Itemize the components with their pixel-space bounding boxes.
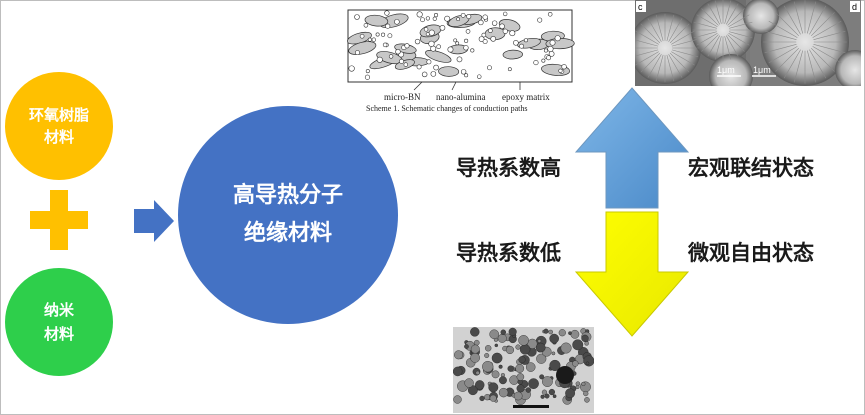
epoxy-material-circle: 环氧树脂 材料	[5, 72, 113, 180]
high-conductivity-label: 导热系数高	[456, 156, 561, 180]
sem-panel-c-label: c	[638, 2, 643, 12]
plus-icon-horizontal	[30, 211, 88, 229]
down-arrow-icon	[574, 211, 690, 337]
sem-panel-d-label: d	[852, 2, 857, 12]
epoxy-label-line2: 材料	[43, 128, 74, 146]
schematic-caption: Scheme 1. Schematic changes of conductio…	[366, 104, 528, 113]
conduction-arrows	[574, 87, 690, 337]
micro-bn-label: micro-BN	[384, 92, 421, 102]
up-arrow-icon	[574, 87, 690, 209]
macro-state-label: 宏观联结状态	[688, 156, 814, 180]
main-label-line1: 高导热分子	[232, 183, 343, 208]
nano-label-line1: 纳米	[43, 301, 74, 319]
sem-micrograph-panel: c d 1μm 1μm	[635, 0, 861, 86]
sem-scale-c: 1μm	[717, 65, 735, 75]
sem-scale-d: 1μm	[753, 65, 771, 75]
low-conductivity-label: 导热系数低	[456, 241, 561, 265]
main-material-circle: 高导热分子 绝缘材料	[178, 106, 398, 324]
micro-state-label: 微观自由状态	[688, 241, 814, 265]
conduction-path-schematic: micro-BN nano-alumina epoxy matrix Schem…	[344, 8, 576, 114]
right-arrow-icon	[134, 200, 174, 242]
epoxy-matrix-label: epoxy matrix	[502, 92, 550, 102]
nano-material-circle: 纳米 材料	[5, 268, 113, 376]
main-label-line2: 绝缘材料	[243, 221, 332, 246]
nano-label-line2: 材料	[43, 325, 74, 343]
nano-alumina-label: nano-alumina	[436, 92, 485, 102]
tem-micrograph	[453, 327, 594, 413]
epoxy-label-line1: 环氧树脂	[28, 106, 89, 124]
